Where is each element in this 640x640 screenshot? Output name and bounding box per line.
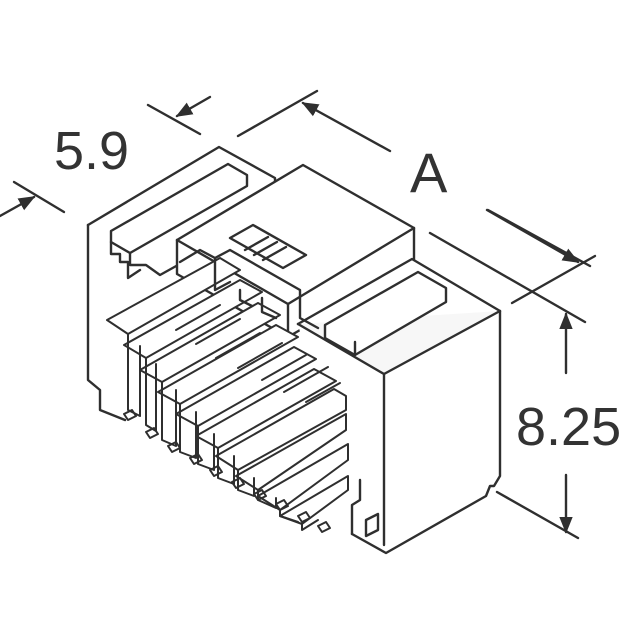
dimension-length-label: A — [410, 141, 448, 204]
dimension-depth-label: 5.9 — [54, 121, 130, 181]
dimension-height — [495, 312, 580, 540]
dimension-depth — [0, 95, 212, 218]
contact-comb — [106, 257, 349, 533]
connector-body — [86, 145, 502, 555]
latch-window — [228, 223, 308, 270]
dimension-height-label: 8.25 — [516, 397, 622, 457]
dimension-length — [236, 89, 597, 324]
